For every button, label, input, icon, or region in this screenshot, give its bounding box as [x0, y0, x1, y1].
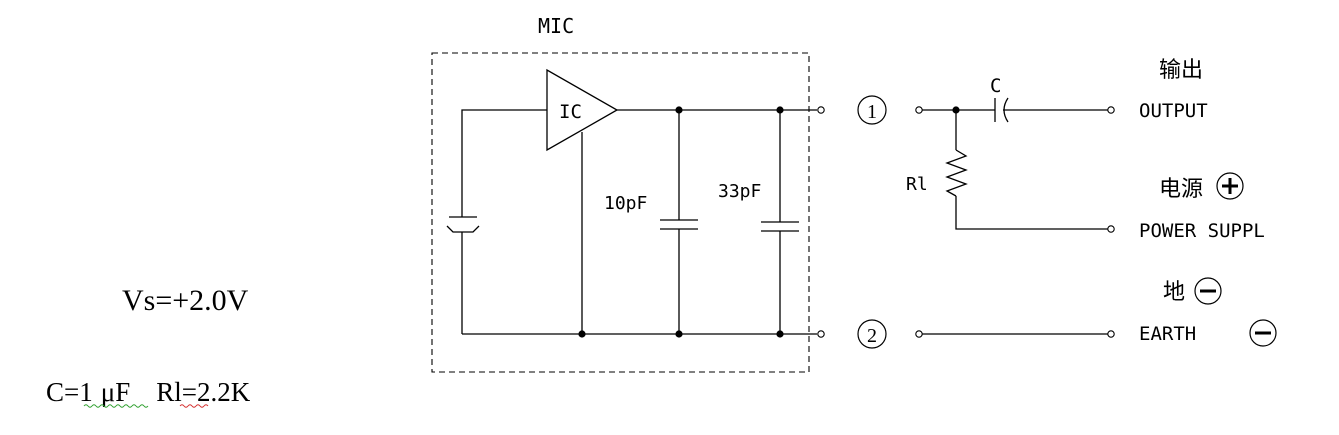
ic-label: IC — [559, 101, 582, 123]
wire-resistor-bottom — [955, 196, 1108, 230]
supply-voltage-label: Vs=+2.0V — [122, 284, 249, 317]
junction-dot — [675, 106, 683, 114]
r-value-suffix: =2.2K — [182, 377, 251, 407]
component-values: C=1 μF Rl=2.2K — [46, 377, 251, 407]
r-value-prefix: Rl — [156, 377, 182, 407]
earth-en-label: EARTH — [1139, 323, 1196, 345]
mic-terminal — [817, 330, 825, 338]
earth-terminal — [1107, 330, 1115, 338]
output-cn-label: 输出 — [1159, 58, 1203, 83]
junction-dot — [776, 330, 784, 338]
minus-icon — [1249, 319, 1277, 347]
cap-10pf-label: 10pF — [604, 193, 647, 214]
output-en-label: OUTPUT — [1139, 100, 1208, 122]
plus-icon — [1216, 172, 1244, 200]
pin-2-marker — [857, 319, 887, 349]
resistor-rl — [945, 149, 968, 197]
resistor-label: Rl — [906, 174, 928, 195]
pin-2-label: 2 — [867, 325, 877, 347]
circuit-terminal — [915, 330, 923, 338]
electret-plate-2 — [446, 225, 480, 233]
cap-c-label: C — [990, 75, 1001, 97]
pin-1-marker — [857, 95, 887, 125]
circuit-terminal — [915, 106, 923, 114]
mic-label: MIC — [538, 14, 574, 38]
power-cn-label: 电源 — [1159, 177, 1203, 202]
c-value-prefix: C= — [46, 377, 79, 407]
c-value-unit: μF — [101, 377, 131, 407]
output-terminal — [1107, 106, 1115, 114]
minus-icon — [1194, 277, 1222, 305]
power-en-label: POWER SUPPL — [1139, 220, 1265, 242]
power-terminal — [1107, 225, 1115, 233]
spellcheck-underline-red — [179, 404, 209, 408]
mic-terminal — [817, 106, 825, 114]
junction-dot — [578, 330, 586, 338]
junction-dot — [675, 330, 683, 338]
spellcheck-underline-green — [83, 404, 149, 408]
cap-33pf-label: 33pF — [718, 181, 761, 202]
wire-element-top — [461, 109, 547, 217]
c-value-num: 1 — [79, 377, 93, 407]
junction-dot — [776, 106, 784, 114]
pin-1-label: 1 — [867, 101, 877, 123]
earth-cn-label: 地 — [1163, 280, 1185, 305]
mic-enclosure — [431, 52, 810, 373]
